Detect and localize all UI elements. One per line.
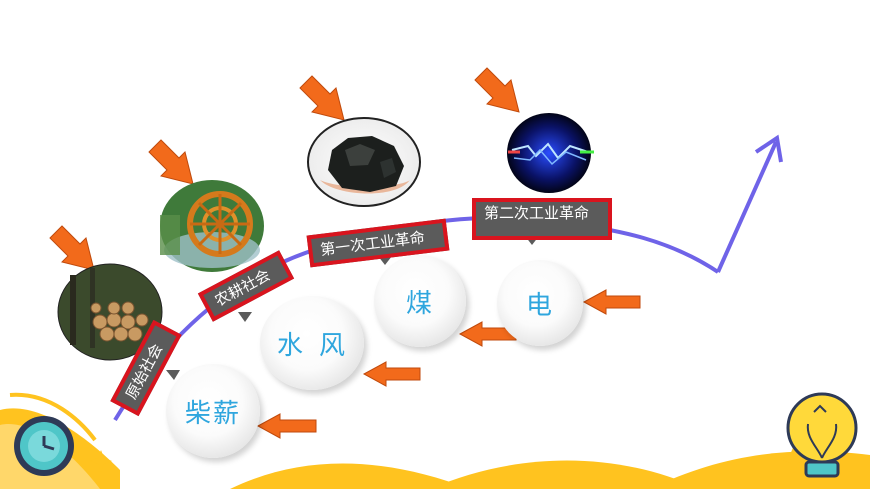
- coal-photo: [307, 117, 421, 207]
- energy-label-water: 水: [276, 330, 305, 361]
- orange-arrow-icon: [256, 413, 317, 439]
- orange-arrow-icon: [299, 75, 345, 121]
- electricity-photo: [507, 113, 594, 193]
- orange-arrow-icon: [474, 67, 520, 113]
- orange-arrow-icon: [148, 139, 194, 185]
- energy-bubble-electricity: 电: [497, 260, 583, 346]
- growth-arrow-icon: [716, 134, 783, 273]
- orange-arrow-icon: [49, 225, 95, 271]
- energy-bubble-water-wind: 水 风: [260, 296, 364, 390]
- era-tag-industrial-2: 第二次工业革命: [472, 198, 612, 240]
- energy-label-wind: 风: [318, 330, 347, 361]
- waterwheel-photo: [160, 180, 264, 272]
- energy-bubble-coal: 煤: [374, 255, 466, 347]
- orange-arrow-icon: [582, 289, 641, 315]
- orange-arrow-icon: [362, 361, 421, 387]
- clock-icon: [14, 416, 74, 476]
- energy-label-electricity: 电: [525, 290, 554, 321]
- lightbulb-icon: [786, 392, 858, 478]
- energy-label-firewood: 柴薪: [184, 398, 241, 429]
- energy-bubble-firewood: 柴薪: [166, 364, 260, 458]
- firewood-photo: [57, 263, 163, 361]
- energy-label-coal: 煤: [405, 288, 434, 319]
